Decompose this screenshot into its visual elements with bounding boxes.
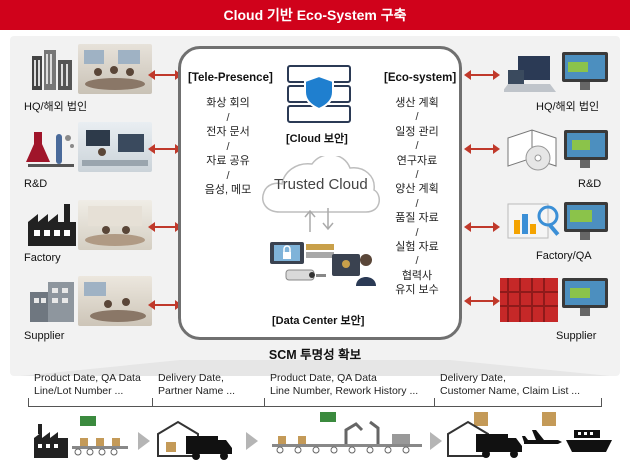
left-label-factory: Factory	[24, 252, 61, 264]
scm-wedge	[20, 360, 610, 376]
server-rack-icon	[306, 242, 334, 260]
cctv-icon	[284, 266, 328, 286]
monitor-photo	[562, 200, 610, 244]
scm-step-2: Delivery Date, Partner Name ...	[158, 372, 235, 398]
list-item: 생산 계획	[395, 97, 439, 109]
step-line1: Product Date, QA Data	[34, 372, 141, 384]
left-label-hq: HQ/해외 법인	[24, 101, 88, 113]
warehouse-icon	[26, 276, 78, 322]
right-connector-arrow	[464, 222, 500, 232]
step-divider	[601, 398, 602, 406]
factory-icon	[26, 204, 78, 246]
cloud-icon	[258, 154, 382, 218]
lock-icon	[270, 240, 306, 266]
trusted-cloud-label: Trusted Cloud	[274, 176, 368, 193]
step-divider	[152, 398, 153, 406]
list-item: 일정 관리	[395, 125, 439, 138]
scm-title: SCM 투명성 확보	[268, 348, 362, 362]
monitor-photo	[562, 128, 610, 172]
left-connector-arrow	[148, 222, 182, 232]
monitor-photo	[560, 276, 610, 320]
list-item: 품질 자료	[395, 212, 439, 225]
security-guard-icon	[332, 250, 376, 286]
right-label-rnd: R&D	[578, 178, 602, 190]
step-line1: Delivery Date,	[158, 372, 224, 384]
step-divider	[264, 398, 265, 406]
step-line2: Customer Name, Claim List ...	[440, 385, 581, 397]
step-divider	[434, 398, 435, 406]
list-item: 전자 문서	[206, 126, 250, 138]
server-shield-icon	[284, 62, 354, 126]
step-divider	[28, 398, 29, 406]
right-connector-arrow	[464, 70, 500, 80]
diagram-title: Cloud 기반 Eco-System 구축	[0, 0, 630, 30]
list-item: 협력사 유지 보수	[395, 269, 439, 297]
sync-arrows-icon	[300, 206, 340, 234]
left-connector-arrow	[148, 144, 182, 154]
tele-presence-list: 화상 회의 / 전자 문서 / 자료 공유 / 음성, 메모	[188, 96, 268, 198]
lab-photo	[78, 122, 152, 172]
factory-photo	[78, 200, 152, 250]
scm-step-4: Delivery Date, Customer Name, Claim List…	[440, 372, 580, 398]
list-item: 실험 자료	[395, 241, 439, 254]
monitor-photo	[560, 50, 610, 94]
ship-icon	[564, 416, 614, 460]
flow-chevron	[246, 432, 258, 450]
left-connector-arrow	[148, 300, 182, 310]
list-item: 화상 회의	[206, 97, 250, 109]
right-label-hq: HQ/해외 법인	[536, 101, 600, 113]
right-connector-arrow	[464, 296, 500, 306]
eco-system-heading: [Eco-system]	[384, 72, 457, 84]
step-line2: Line Number, Rework History ...	[270, 385, 419, 397]
cloud-security-label: [Cloud 보안]	[286, 133, 348, 145]
airplane-icon	[522, 410, 562, 460]
right-connector-arrow	[464, 144, 500, 154]
red-shelving-icon	[500, 274, 558, 322]
factory-icon	[32, 414, 132, 460]
lab-flask-icon	[26, 124, 78, 170]
list-item: 음성, 메모	[204, 184, 252, 196]
tele-presence-heading: [Tele-Presence]	[188, 72, 273, 84]
assembly-line-icon	[268, 410, 428, 460]
book-cd-icon	[504, 124, 560, 174]
chart-magnifier-icon	[506, 200, 562, 244]
scm-step-1: Product Date, QA Data Line/Lot Number ..…	[34, 372, 141, 398]
truck-icon	[156, 418, 234, 460]
flow-chevron	[138, 432, 150, 450]
left-label-rnd: R&D	[24, 178, 48, 190]
step-line1: Product Date, QA Data	[270, 372, 377, 384]
supplier-photo	[78, 276, 152, 326]
list-item: 연구자료	[396, 154, 438, 167]
flow-chevron	[430, 432, 442, 450]
step-line2: Line/Lot Number ...	[34, 385, 124, 397]
right-label-supplier: Supplier	[556, 330, 597, 342]
step-line2: Partner Name ...	[158, 385, 236, 397]
laptop-icon	[502, 52, 558, 96]
meeting-photo	[78, 44, 152, 94]
step-line1: Delivery Date,	[440, 372, 506, 384]
left-connector-arrow	[148, 70, 182, 80]
data-center-security-label: [Data Center 보안]	[272, 315, 365, 327]
list-item: 양산 계획	[395, 183, 439, 196]
step-baseline	[28, 406, 602, 407]
eco-system-list: 생산 계획 / 일정 관리 / 연구자료 / 양산 계획 / 품질 자료 / 실…	[378, 96, 456, 298]
list-item: 자료 공유	[206, 155, 250, 167]
truck-icon	[446, 410, 526, 460]
scm-step-3: Product Date, QA Data Line Number, Rewor…	[270, 372, 418, 398]
right-label-factory-qa: Factory/QA	[536, 250, 592, 262]
left-label-supplier: Supplier	[24, 330, 65, 342]
building-icon	[26, 46, 78, 90]
